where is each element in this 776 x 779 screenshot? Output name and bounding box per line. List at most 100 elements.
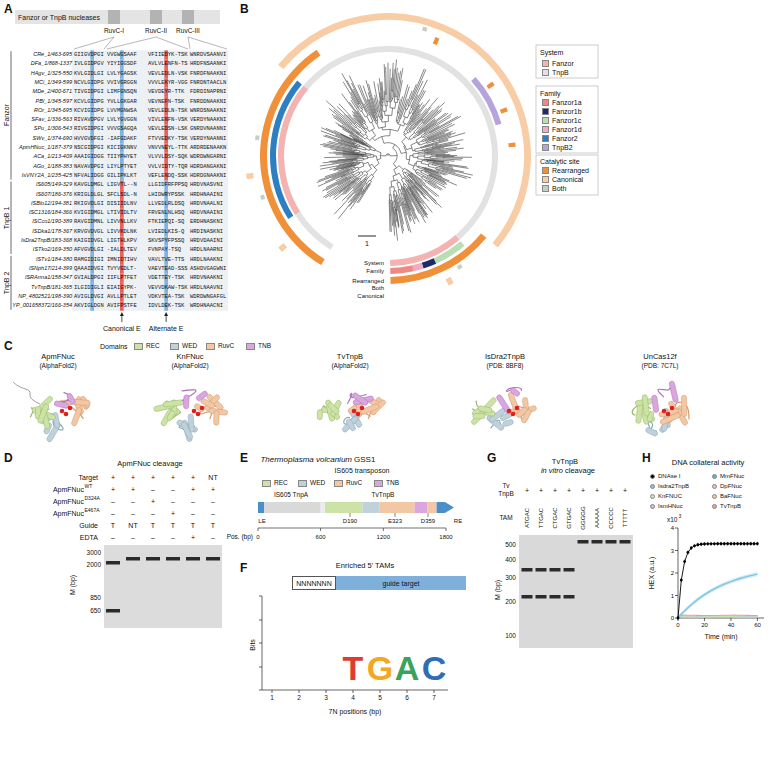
sequence-fragment: HDRDGNAAKNI xyxy=(190,173,226,179)
table-cell: + xyxy=(567,487,571,494)
gel-image xyxy=(106,561,120,565)
sequence-fragment: VDETTEY-TSK xyxy=(148,275,184,281)
structure-title: UnCas12f xyxy=(643,353,676,361)
table-cell: – xyxy=(211,498,215,505)
line-chart xyxy=(727,542,728,546)
gene-label: IS605 TnpA xyxy=(274,492,308,499)
sequence-name: ISTv1/184-380 xyxy=(36,257,72,263)
sequence-fragment: VVIVGRGGN xyxy=(107,80,137,86)
line-chart xyxy=(723,542,726,545)
tam-sequence: AAAAA xyxy=(594,508,600,528)
superscript: 3 xyxy=(679,514,682,519)
table-cell: – xyxy=(191,498,195,505)
table-cell: + xyxy=(525,487,529,494)
structure-source: (AlphaFold2) xyxy=(39,363,76,370)
gel-image xyxy=(146,557,160,561)
sequence-fragment: HRDHNAAINI xyxy=(190,192,223,198)
sequence-logo-axes xyxy=(259,643,262,644)
sequence-name: TvTnpB/181-365 xyxy=(31,285,72,291)
annotation-ring xyxy=(278,46,498,266)
size-marker: 400 xyxy=(505,557,516,564)
organism-name: Thermoplasma volcanium xyxy=(260,456,352,464)
legend-swatch xyxy=(542,117,549,124)
table-cell: + xyxy=(151,474,155,481)
sequence-fragment: VEVNEFN-TSK xyxy=(148,99,184,105)
line-chart xyxy=(675,528,678,529)
panel-letter: D xyxy=(4,452,13,464)
sequence-fragment: IIFLPTFET xyxy=(107,275,137,281)
protein-structure xyxy=(341,415,359,433)
panel-letter: C xyxy=(4,340,13,352)
tam-sequence: GGGGG xyxy=(580,506,586,529)
annotation-ring xyxy=(422,27,427,32)
sequence-fragment: LLVEDLRLDSQ xyxy=(148,201,184,207)
legend-text: REC xyxy=(146,343,160,350)
panel-title: in vitro xyxy=(541,467,563,475)
sequence-fragment: -IALDLTEV xyxy=(107,248,137,254)
sequence-fragment: KCVIGIDPG xyxy=(74,108,104,114)
site-label: LE xyxy=(258,518,265,524)
protein-structure xyxy=(470,410,485,425)
sequence-fragment: HRDVNAAKNI xyxy=(190,275,223,281)
leader-line xyxy=(107,37,156,49)
size-marker: 500 xyxy=(505,542,516,549)
line-chart xyxy=(690,547,693,550)
line-chart xyxy=(678,544,757,618)
annotation-ring xyxy=(390,233,486,284)
sequence-logo-axes xyxy=(299,690,300,693)
legend-swatch xyxy=(542,126,549,133)
line-chart xyxy=(726,542,729,545)
line-chart xyxy=(678,616,757,618)
line-chart xyxy=(721,542,722,546)
sequence-fragment: VEVVDKAW-TSK xyxy=(148,285,188,291)
sequence-fragment: AVLVLENFN-TS xyxy=(148,62,188,68)
sequence-logo-axes xyxy=(259,620,262,621)
protein-structure xyxy=(632,381,689,437)
transposon-map xyxy=(383,528,384,531)
line-chart xyxy=(734,542,735,546)
protein-structure xyxy=(166,410,176,422)
line-chart xyxy=(750,542,751,546)
table-cell: – xyxy=(151,534,155,541)
line-chart xyxy=(714,542,715,546)
annotation-ring xyxy=(260,50,325,265)
table-cell: T xyxy=(191,522,195,529)
panel-letter: G xyxy=(487,452,496,464)
structure-title: IsDra2TnpB xyxy=(485,353,525,361)
sequence-fragment: YVLLGKGAR xyxy=(107,99,137,105)
leader-line xyxy=(74,37,114,49)
table-cell: T xyxy=(171,522,175,529)
annotation-ring xyxy=(255,135,260,140)
sequence-logo-axes xyxy=(259,667,262,668)
sequence-fragment: VIVLENFN-VSK xyxy=(148,117,188,123)
sequence-fragment: FTVVEDKY-TSK xyxy=(148,136,188,142)
ring-label: Canonical xyxy=(356,293,385,299)
annotation-ring xyxy=(471,77,501,125)
site-arrow xyxy=(120,312,168,322)
protein-structure xyxy=(496,394,512,415)
table-cell: – xyxy=(151,510,155,517)
sequence-fragment: GIIGVDPGI xyxy=(74,52,104,58)
table-cell: – xyxy=(171,486,175,493)
axis-tick: 1800 xyxy=(439,534,452,540)
table-cell: NT xyxy=(208,474,217,481)
site-arrow xyxy=(164,312,168,316)
legend-text: MmFNuc xyxy=(720,473,744,479)
protein-structure xyxy=(360,403,380,415)
sequence-fragment: LVLYGVGGN xyxy=(107,117,137,123)
sequence-name: SFav_1/336-563 xyxy=(31,117,72,123)
sequence-fragment: HRDLNAARNI xyxy=(190,248,223,254)
sequence-fragment: AAAIGIDGG xyxy=(74,155,104,161)
sequence-fragment: LLGIDFRFPPSQ xyxy=(148,182,188,188)
sequence-fragment: ERDHNASKNI xyxy=(190,220,223,226)
axis-tick: 6 xyxy=(405,695,409,702)
sequence-fragment: AVIGLDVGI xyxy=(74,294,104,300)
site-arrow xyxy=(120,312,124,316)
scale-bar xyxy=(358,236,376,237)
legend-text: TNB xyxy=(386,480,399,487)
sequence-alignment xyxy=(72,50,228,310)
legend-swatch xyxy=(246,343,255,350)
structure-title: KnFNuc xyxy=(176,353,203,361)
legend-text: TvTnpB xyxy=(720,503,741,509)
